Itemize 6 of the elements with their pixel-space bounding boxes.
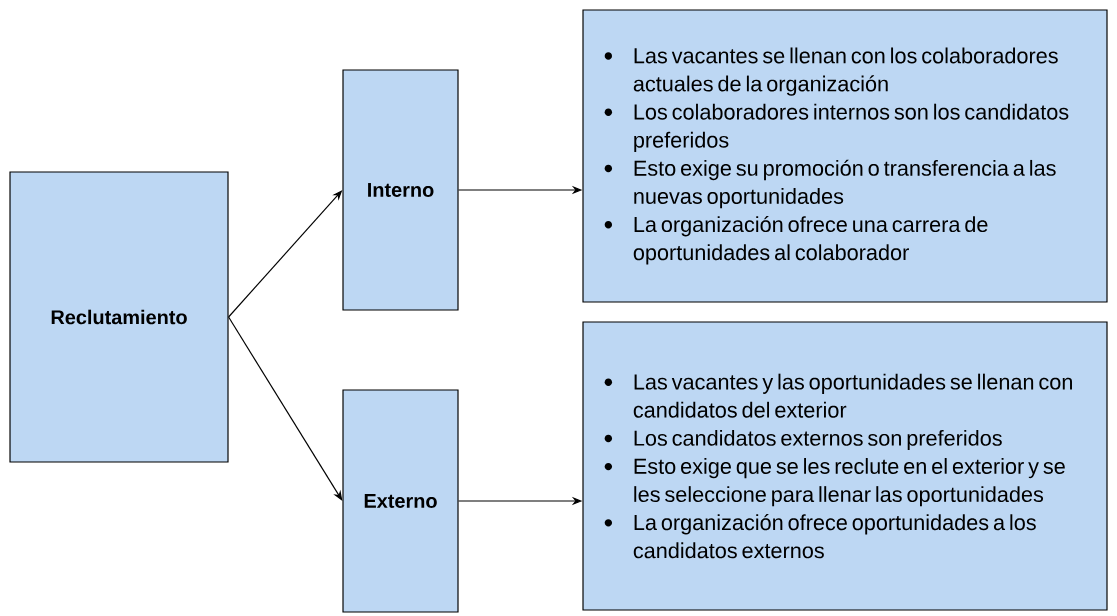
process-box: Externo [342, 389, 459, 613]
process-box: Reclutamiento [9, 171, 229, 463]
arrow [228, 316, 343, 501]
bullet-list-box: Las vacantes se llenan con los colaboradores actuales de la organización Los colaboradores internos son los candidatos preferidos Esto exige su promoción o transferencia a las nuevas oportunidades La organización ofrece una carrera de oportunidades al colaborador [582, 9, 1108, 303]
bullet-list-box: Las vacantes y las oportunidades se llenan con candidatos del exterior Los candidatos externos son preferidos Esto exige que se les reclute en el exterior y se les seleccione para llenar las oportunidades La organización ofrece oportunidades a los candidatos externos [582, 321, 1108, 611]
process-box: Interno [342, 69, 459, 311]
